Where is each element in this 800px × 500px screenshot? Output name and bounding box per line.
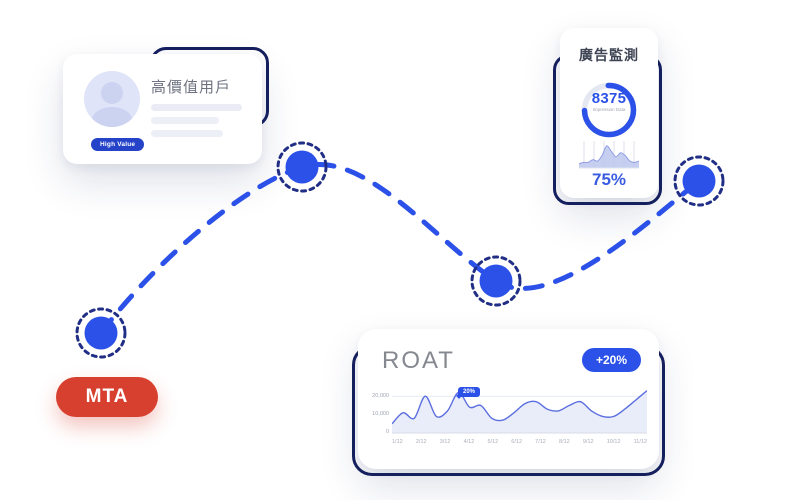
plot-area: 1/12 2/12 3/12 4/12 5/12 6/12 7/12 8/12 9/12 10/1… (392, 383, 647, 461)
sparkline-area (579, 145, 639, 168)
placeholder-text-line (151, 104, 242, 111)
ad-monitoring-card: 廣告監測 8375 Impression Data (560, 28, 658, 198)
roat-line-chart: 20,000 10,000 0 1/12 2/12 3/12 4/12 5/12 6/12 7/… (368, 383, 647, 461)
mta-badge: MTA (56, 377, 158, 417)
journey-node-2 (276, 141, 328, 193)
x-tick-label: 4/12 (463, 439, 475, 445)
trend-area (392, 390, 647, 433)
donut-value-arc (581, 82, 637, 138)
user-avatar-icon (84, 71, 140, 127)
x-tick-label: 9/12 (582, 439, 594, 445)
high-value-user-card: 高價值用戶 High Value (63, 54, 262, 164)
x-tick-label: 10/12 (606, 439, 621, 445)
card-title: 高價值用戶 (151, 79, 232, 96)
placeholder-text-line (151, 117, 219, 124)
card-title: 廣告監測 (579, 47, 639, 63)
node-ring (276, 141, 328, 193)
node-core (84, 316, 118, 350)
avatar-body-shape (92, 107, 132, 127)
journey-node-3 (470, 255, 522, 307)
y-tick-label: 20,000 (372, 393, 389, 399)
node-ring (470, 255, 522, 307)
card-title: ROAT (382, 347, 455, 374)
chart-tooltip: 20% (458, 387, 481, 397)
x-tick-label: 5/12 (487, 439, 499, 445)
node-ring (75, 307, 127, 359)
x-tick-label: 7/12 (535, 439, 546, 445)
donut-metric-value: 8375 (591, 90, 627, 107)
sparkline-svg (578, 141, 640, 169)
node-core (682, 164, 716, 198)
trend-line (392, 390, 647, 425)
placeholder-text-line (151, 130, 223, 137)
x-tick-label: 2/12 (415, 439, 427, 445)
journey-node-4 (673, 155, 725, 207)
donut-svg (581, 82, 637, 138)
percent-value: 75% (591, 170, 627, 189)
node-core (479, 264, 513, 298)
high-value-badge: High Value (91, 138, 145, 151)
x-tick-label: 6/12 (511, 439, 523, 445)
y-axis: 20,000 10,000 0 (368, 383, 392, 461)
node-ring (673, 155, 725, 207)
avatar-head-shape (101, 82, 123, 104)
x-tick-label: 8/12 (559, 439, 570, 445)
x-tick-label: 3/12 (439, 439, 451, 445)
x-axis: 1/12 2/12 3/12 4/12 5/12 6/12 7/12 8/12 9/12 10/1… (392, 437, 647, 445)
journey-node-1 (75, 307, 127, 359)
roat-card: ROAT +20% 20% 20,000 10,000 0 1/12 2/12 3/12… (358, 329, 659, 469)
sparkline-chart (578, 138, 640, 170)
growth-badge: +20% (581, 348, 641, 372)
node-core (285, 150, 319, 184)
y-tick-label: 0 (385, 429, 389, 435)
donut-metric-caption: Impression Data (592, 107, 626, 113)
donut-chart: 8375 Impression Data (579, 80, 639, 140)
x-tick-label: 11/12 (633, 439, 647, 445)
y-tick-label: 10,000 (372, 411, 389, 417)
roat-chart-svg (392, 390, 647, 434)
x-tick-label: 1/12 (392, 439, 403, 445)
